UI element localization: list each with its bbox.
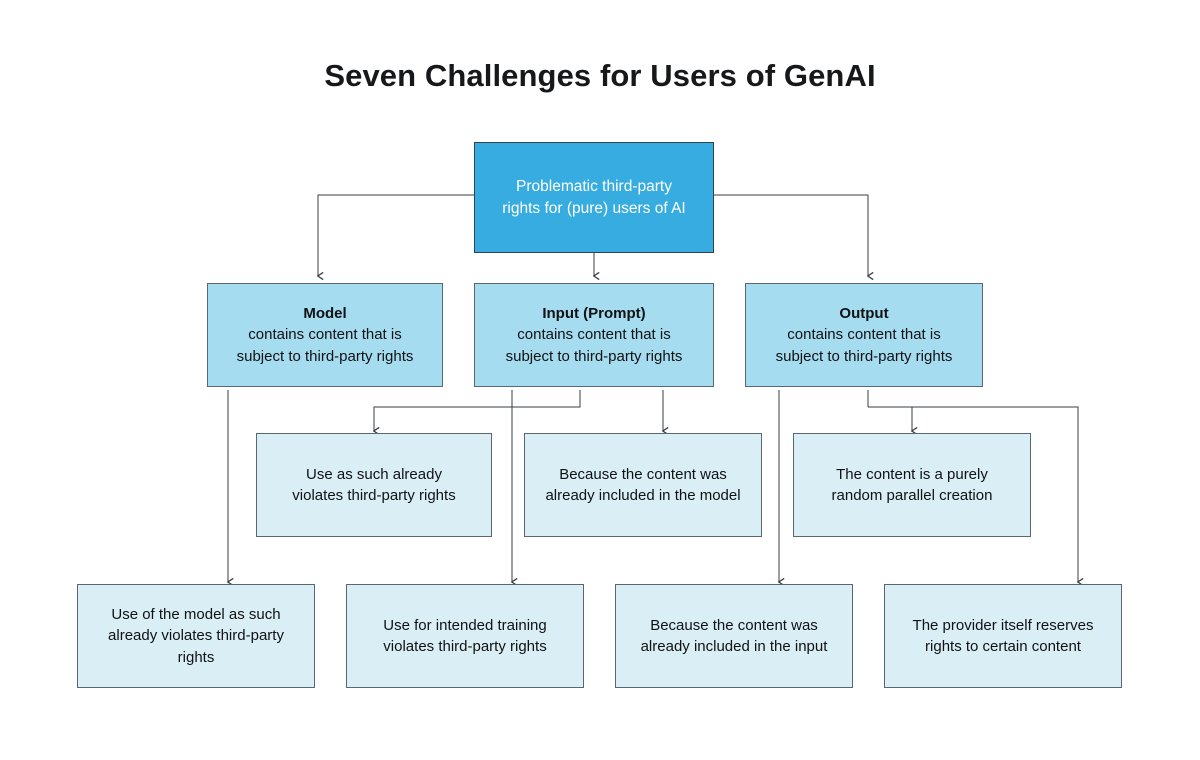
node-model[interactable]: Model contains content that is subject t… [207, 283, 443, 387]
node-input-line-2: subject to third-party rights [505, 347, 683, 365]
node-parallel-creation-line-2: random parallel creation [831, 487, 993, 504]
node-output[interactable]: Output contains content that is subject … [745, 283, 983, 387]
node-intended-training[interactable]: Use for intended training violates third… [346, 584, 584, 688]
node-included-in-input-line-1: Because the content was [650, 616, 818, 634]
node-use-as-such-line-2: violates third-party rights [292, 487, 456, 504]
node-use-as-such-line-1: Use as such already [306, 465, 442, 483]
node-model-heading: Model [303, 305, 347, 323]
node-use-as-such[interactable]: Use as such already violates third-party… [256, 433, 492, 537]
node-output-line-1: contains content that is [787, 326, 941, 344]
node-input-heading: Input (Prompt) [542, 305, 646, 323]
edge-input-to-use-as-such [372, 390, 581, 436]
node-included-in-input-line-2: already included in the input [640, 638, 828, 655]
node-input[interactable]: Input (Prompt) contains content that is … [474, 283, 714, 387]
node-intended-training-line-2: violates third-party rights [383, 638, 547, 655]
page-title: Seven Challenges for Users of GenAI [324, 58, 876, 93]
edge-root-to-model [316, 194, 474, 281]
edge-root-to-output [714, 194, 874, 281]
node-model-line-2: subject to third-party rights [236, 347, 414, 365]
node-output-line-2: subject to third-party rights [775, 347, 953, 365]
node-included-in-model[interactable]: Because the content was already included… [524, 433, 762, 537]
node-included-in-model-line-1: Because the content was [559, 465, 727, 483]
node-root-line-1: Problematic third-party [516, 177, 672, 195]
node-use-of-model-line-3: rights [177, 648, 215, 666]
node-parallel-creation[interactable]: The content is a purely random parallel … [793, 433, 1031, 537]
node-root[interactable]: Problematic third-party rights for (pure… [474, 142, 714, 253]
node-intended-training-line-1: Use for intended training [383, 616, 547, 634]
node-included-in-input[interactable]: Because the content was already included… [615, 584, 853, 688]
node-parallel-creation-line-1: The content is a purely [836, 465, 988, 483]
node-provider-reserves-line-1: The provider itself reserves [912, 616, 1094, 634]
node-provider-reserves[interactable]: The provider itself reserves rights to c… [884, 584, 1122, 688]
node-use-of-model-line-2: already violates third-party [108, 627, 284, 645]
node-output-heading: Output [839, 305, 889, 323]
node-model-line-1: contains content that is [248, 326, 402, 344]
node-root-line-2: rights for (pure) users of AI [502, 199, 686, 217]
node-use-of-model-line-1: Use of the model as such [111, 606, 281, 624]
node-input-line-1: contains content that is [517, 326, 671, 344]
node-included-in-model-line-2: already included in the model [545, 487, 741, 504]
node-use-of-model[interactable]: Use of the model as such already violate… [77, 584, 315, 688]
edge-output-to-parallel-creation [868, 406, 918, 436]
node-provider-reserves-line-2: rights to certain content [925, 638, 1081, 655]
